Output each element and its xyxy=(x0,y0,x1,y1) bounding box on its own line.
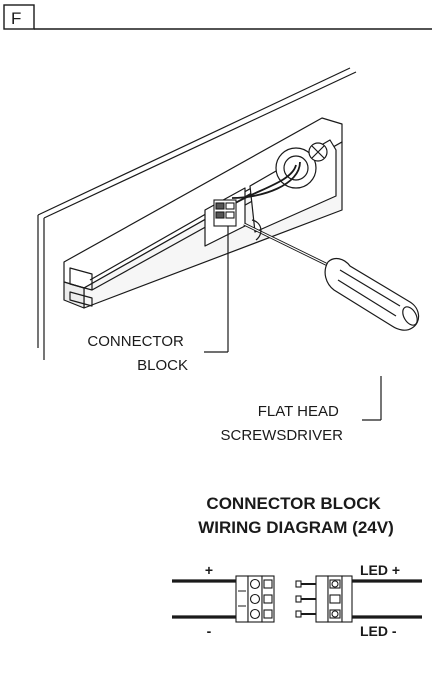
connector-right xyxy=(295,575,353,623)
minus-label: - xyxy=(207,623,212,639)
led-minus-label: LED - xyxy=(360,623,397,639)
screwdriver-label-line-2: SCREWSDRIVER xyxy=(220,427,343,444)
screwdriver-label-line-1: FLAT HEAD xyxy=(258,403,339,420)
wires xyxy=(172,579,422,619)
plus-label: + xyxy=(205,562,213,578)
wiring-title-line-1: CONNECTOR BLOCK xyxy=(206,494,381,513)
wiring-diagram: CONNECTOR BLOCK WIRING DIAGRAM (24V) + -… xyxy=(172,494,422,639)
callout-leaders xyxy=(204,226,382,421)
connector-block-label-line-1: CONNECTOR xyxy=(87,333,184,350)
panel-letter: F xyxy=(11,9,21,28)
connector-left xyxy=(235,575,275,623)
wall-panel xyxy=(37,67,357,360)
wiring-title-line-2: WIRING DIAGRAM (24V) xyxy=(198,518,394,537)
panel-letter-box xyxy=(3,4,35,30)
connector-block-label-line-2: BLOCK xyxy=(137,357,188,374)
screwdriver-label: FLAT HEAD SCREWSDRIVER xyxy=(220,403,343,444)
wiring-title: CONNECTOR BLOCK WIRING DIAGRAM (24V) xyxy=(198,494,394,537)
screwdriver xyxy=(243,219,420,331)
led-plus-label: LED + xyxy=(360,562,400,578)
panel-header: F xyxy=(3,4,432,30)
fixture-housing xyxy=(63,117,343,309)
connector-block xyxy=(213,199,237,227)
connector-block-label: CONNECTOR BLOCK xyxy=(87,333,188,374)
